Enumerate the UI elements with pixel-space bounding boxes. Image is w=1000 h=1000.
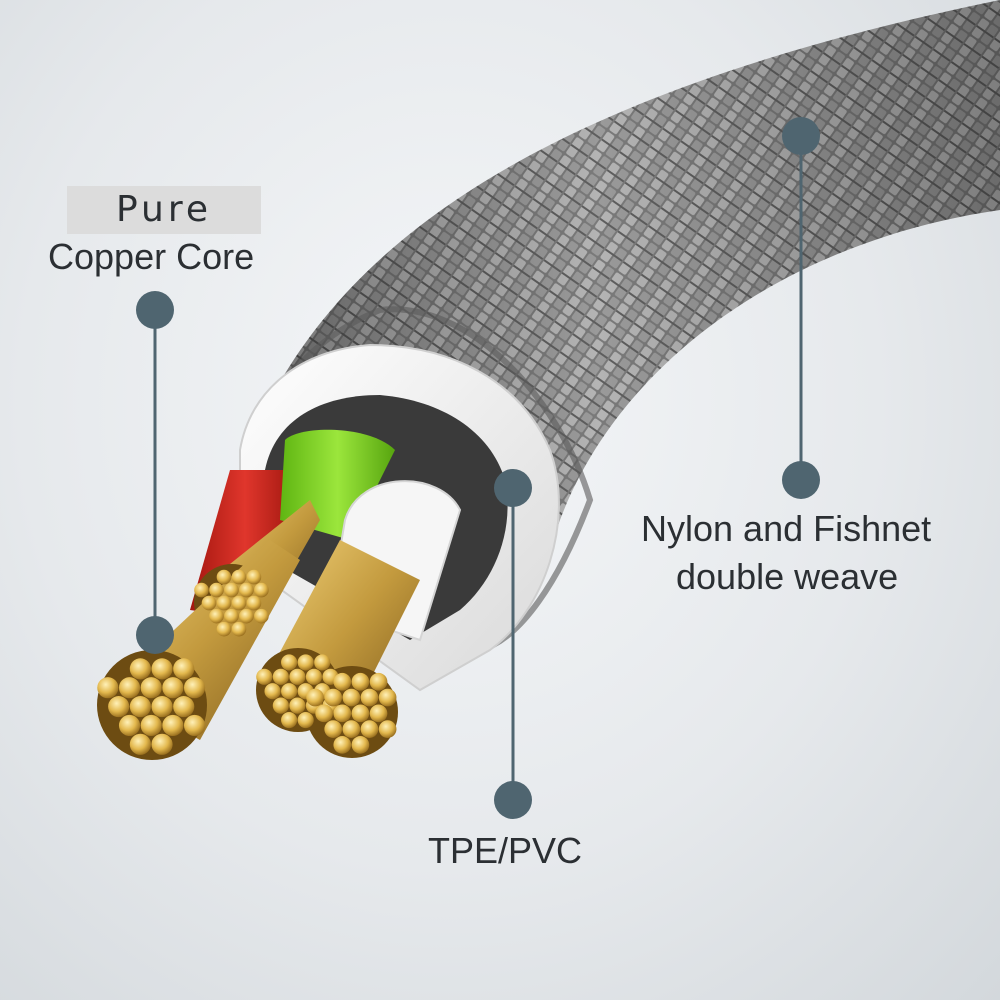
strand-end: [224, 582, 239, 598]
strand-end: [129, 733, 151, 755]
strand-end: [256, 668, 273, 685]
strand-end: [378, 720, 397, 738]
tpe-pvc-label: TPE/PVC: [428, 830, 583, 871]
strand-end: [246, 595, 262, 611]
strand-end: [231, 569, 247, 585]
strand-end: [118, 677, 141, 699]
strand-end: [118, 714, 141, 737]
strand-end: [314, 654, 331, 671]
callout-copper: [136, 291, 174, 654]
strand-end: [140, 714, 162, 737]
marker-braid-bottom: [782, 461, 820, 499]
strand-end: [351, 672, 370, 691]
strand-end: [162, 714, 184, 737]
strand-end: [264, 683, 281, 700]
strand-end: [254, 608, 269, 624]
strand-end: [351, 736, 370, 754]
strand-end: [201, 595, 217, 611]
strand-end: [254, 582, 269, 598]
pure-label: Pure: [115, 189, 213, 230]
strand-end: [183, 677, 206, 699]
strand-end: [209, 582, 224, 598]
strand-end: [216, 595, 232, 611]
strand-end: [173, 658, 195, 680]
strand-end: [324, 720, 343, 738]
strand-end: [183, 714, 206, 737]
strand-end: [324, 688, 343, 707]
marker-sheath-bottom: [494, 781, 532, 819]
strand-end: [297, 654, 314, 671]
callout-sheath: [494, 469, 532, 819]
strand-end: [369, 704, 388, 723]
strand-end: [333, 704, 352, 723]
copper-strands: [97, 569, 397, 755]
strand-end: [108, 696, 130, 718]
strand-end: [194, 582, 209, 598]
strand-end: [246, 569, 262, 585]
strand-end: [140, 677, 162, 699]
strand-end: [360, 688, 379, 707]
strand-end: [162, 677, 184, 699]
strand-end: [281, 711, 298, 729]
strand-end: [97, 677, 119, 699]
strand-end: [231, 621, 247, 637]
strand-end: [305, 668, 323, 685]
strand-end: [315, 704, 333, 723]
strand-end: [209, 608, 224, 624]
strand-end: [216, 569, 232, 585]
strand-end: [272, 668, 289, 685]
strand-end: [289, 697, 306, 714]
nylon-label-line2: double weave: [676, 556, 899, 597]
strand-end: [129, 658, 151, 680]
strand-end: [224, 608, 239, 624]
strand-end: [239, 582, 254, 598]
strand-end: [151, 733, 173, 755]
strand-end: [378, 688, 397, 707]
strand-end: [151, 696, 173, 718]
marker-copper-bottom: [136, 616, 174, 654]
strand-end: [151, 658, 173, 680]
strand-end: [173, 696, 195, 718]
strand-end: [360, 720, 379, 738]
strand-end: [333, 672, 352, 691]
strand-end: [306, 688, 324, 707]
callout-braid: [782, 117, 820, 499]
strand-end: [342, 720, 361, 738]
strand-end: [342, 688, 361, 707]
copper-core-label: Copper Core: [48, 236, 255, 277]
strand-end: [129, 696, 151, 718]
marker-braid-top: [782, 117, 820, 155]
nylon-label-line1: Nylon and Fishnet: [641, 508, 932, 549]
strand-end: [281, 654, 298, 671]
strand-end: [369, 672, 388, 691]
pure-label-box: [67, 186, 261, 234]
marker-sheath-top: [494, 469, 532, 507]
marker-copper-top: [136, 291, 174, 329]
strand-end: [239, 608, 254, 624]
strand-end: [231, 595, 247, 611]
strand-end: [272, 697, 289, 714]
strand-end: [216, 621, 232, 637]
strand-end: [289, 668, 306, 685]
strand-end: [297, 711, 314, 729]
strand-end: [281, 683, 298, 700]
strand-end: [351, 704, 370, 723]
strand-end: [333, 736, 352, 754]
